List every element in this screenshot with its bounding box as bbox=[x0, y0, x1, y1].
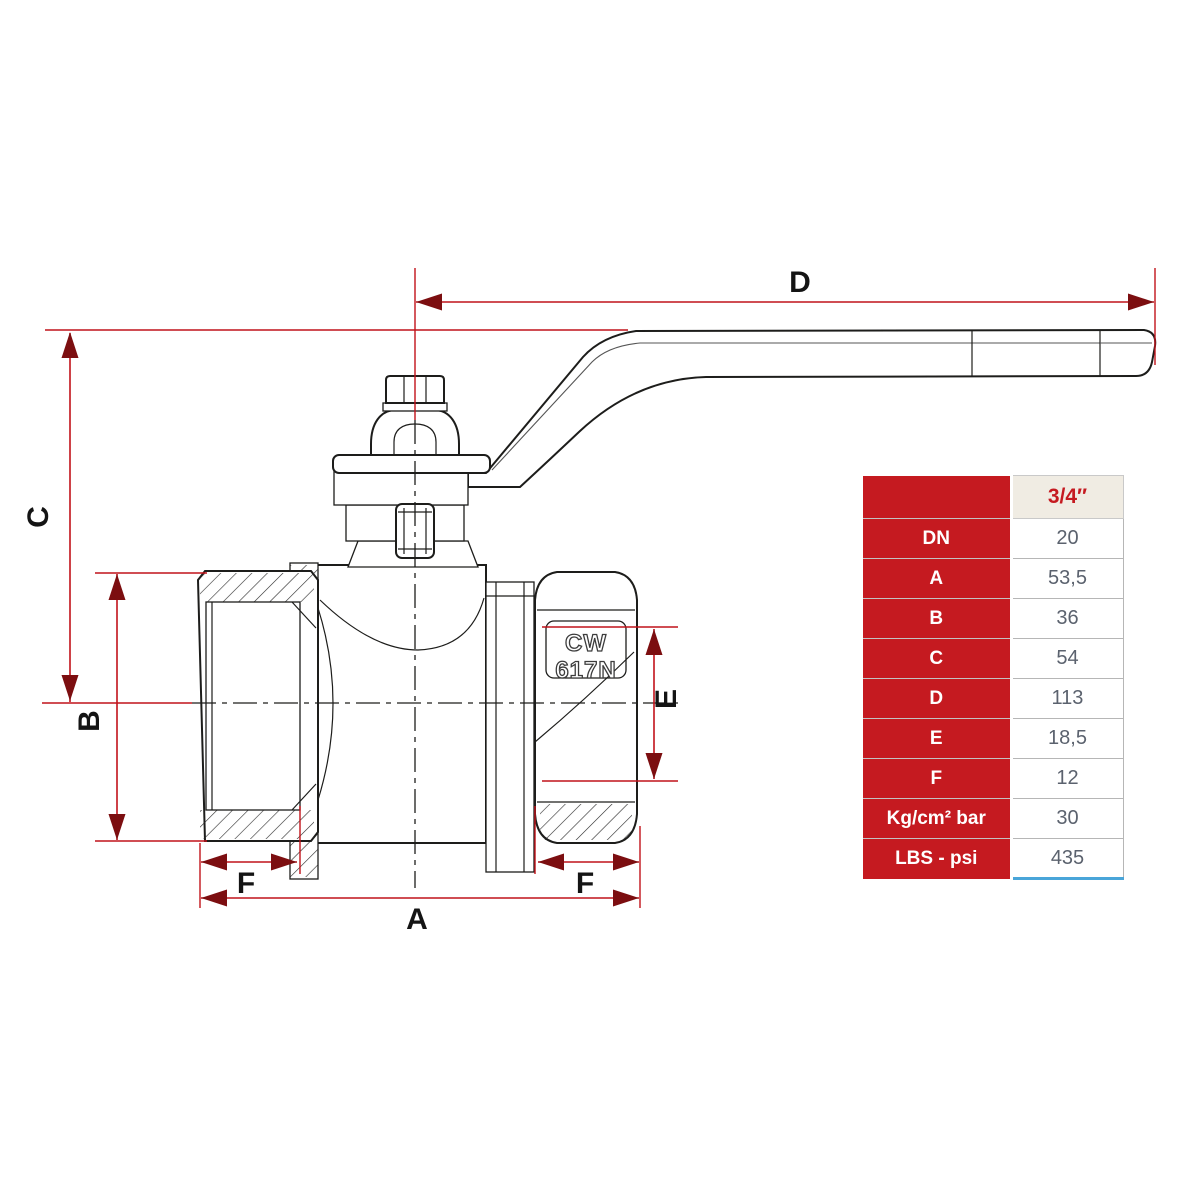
spec-row-label: B bbox=[863, 598, 1013, 639]
spec-row-label: F bbox=[863, 758, 1013, 799]
spec-row-label: A bbox=[863, 558, 1013, 599]
spec-table: 3/4″ DN 20 A 53,5 B 36 C 54 D 113 E 18,5… bbox=[863, 475, 1124, 880]
spec-row-value: 113 bbox=[1010, 678, 1124, 719]
dim-label-c: C bbox=[22, 506, 55, 528]
dim-label-f-right: F bbox=[576, 867, 594, 900]
center-body bbox=[315, 564, 487, 844]
dimension-a: A bbox=[201, 889, 639, 936]
table-row: B 36 bbox=[863, 598, 1124, 639]
table-row: D 113 bbox=[863, 678, 1124, 719]
handle-outline bbox=[467, 328, 1157, 488]
dimension-f-left: F bbox=[201, 853, 297, 900]
bonnet-upper bbox=[333, 469, 469, 506]
spec-header-blank-cell bbox=[863, 475, 1013, 519]
left-port bbox=[196, 562, 319, 880]
dimension-b: B bbox=[73, 574, 126, 840]
table-row: LBS - psi 435 bbox=[863, 838, 1124, 880]
dimension-f-right: F bbox=[538, 853, 639, 900]
spec-row-value: 30 bbox=[1010, 798, 1124, 839]
valve-body-drawing: CW 617N bbox=[192, 328, 1157, 888]
table-row: DN 20 bbox=[863, 518, 1124, 559]
ball-silhouette-top bbox=[319, 597, 485, 651]
ball-silhouette-right bbox=[534, 651, 635, 743]
spec-row-label: D bbox=[863, 678, 1013, 719]
flange-chamfer-top bbox=[291, 601, 317, 629]
spec-row-value: 18,5 bbox=[1010, 718, 1124, 759]
stem-assembly bbox=[332, 375, 491, 568]
spec-row-value: 36 bbox=[1010, 598, 1124, 639]
dim-label-f-left: F bbox=[237, 867, 255, 900]
dim-label-a: A bbox=[406, 903, 428, 936]
handle-base-plate bbox=[332, 454, 491, 474]
spec-row-label: DN bbox=[863, 518, 1013, 559]
flange-chamfer-bottom bbox=[291, 783, 317, 811]
dimension-c: C bbox=[22, 332, 79, 702]
spec-row-value: 53,5 bbox=[1010, 558, 1124, 599]
dim-label-e: E bbox=[650, 689, 683, 709]
body-marking-line1: CW bbox=[565, 630, 607, 657]
table-row: E 18,5 bbox=[863, 718, 1124, 759]
left-port-hatch-top bbox=[200, 573, 314, 602]
dimension-d: D bbox=[416, 266, 1154, 311]
dimension-annotations: C B D E F bbox=[22, 266, 1156, 936]
table-row: A 53,5 bbox=[863, 558, 1124, 599]
spec-row-value: 12 bbox=[1010, 758, 1124, 799]
handle-lever bbox=[467, 328, 1157, 488]
spec-row-label: E bbox=[863, 718, 1013, 759]
spec-row-label: C bbox=[863, 638, 1013, 679]
table-row: C 54 bbox=[863, 638, 1124, 679]
left-port-bore bbox=[205, 601, 301, 811]
handle-fold-line bbox=[491, 342, 1149, 471]
dim-label-b: B bbox=[73, 710, 106, 732]
right-port-hatch-bottom bbox=[540, 804, 632, 840]
body-block bbox=[315, 564, 487, 844]
table-row: Kg/cm² bar 30 bbox=[863, 798, 1124, 839]
spec-row-value: 20 bbox=[1010, 518, 1124, 559]
spec-table-header-row: 3/4″ bbox=[863, 475, 1124, 519]
right-port: CW 617N bbox=[534, 571, 638, 844]
spec-row-label: Kg/cm² bar bbox=[863, 798, 1013, 839]
spec-row-label: LBS - psi bbox=[863, 838, 1013, 879]
dimension-e: E bbox=[645, 629, 683, 779]
marking-plate bbox=[545, 620, 627, 679]
spec-header-size-cell: 3/4″ bbox=[1010, 475, 1124, 519]
table-row: F 12 bbox=[863, 758, 1124, 799]
left-port-hatch-bottom bbox=[200, 810, 314, 839]
dim-label-d: D bbox=[789, 266, 811, 299]
right-collar bbox=[485, 581, 535, 873]
spec-row-value: 435 bbox=[1010, 838, 1124, 880]
spec-row-value: 54 bbox=[1010, 638, 1124, 679]
body-marking-line2: 617N bbox=[555, 657, 616, 684]
collar-block bbox=[485, 581, 535, 873]
